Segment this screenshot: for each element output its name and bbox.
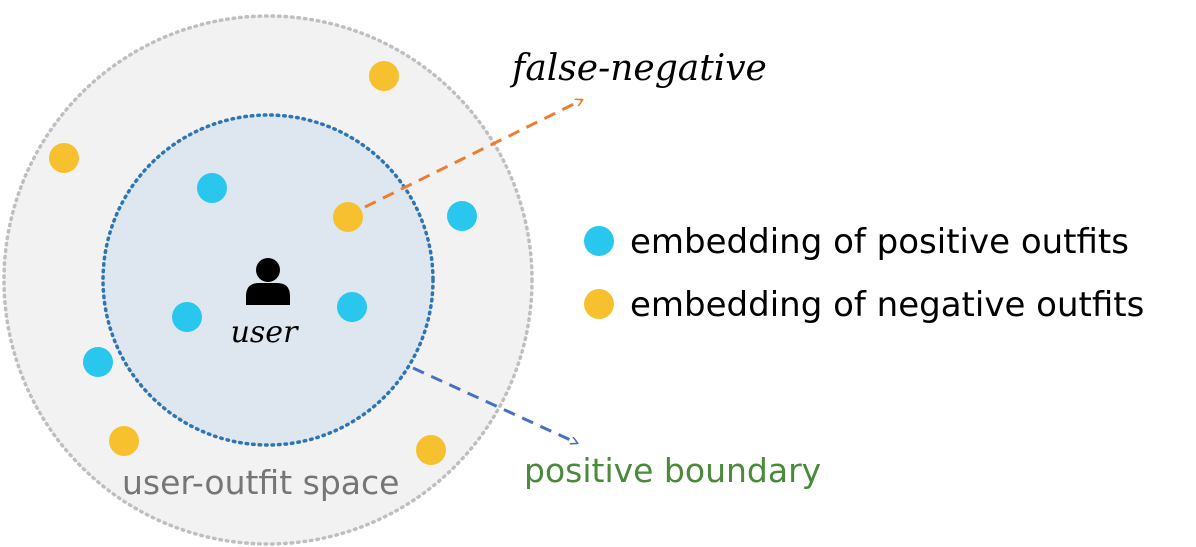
positive-embedding-dot — [83, 347, 113, 377]
legend-negative-label: embedding of negative outfits — [630, 285, 1144, 325]
legend-negative-swatch — [584, 289, 614, 319]
negative-embeddings — [49, 61, 446, 465]
positive-embedding-dot — [337, 292, 367, 322]
user-outfit-space-label: user-outfit space — [122, 463, 399, 502]
false-negative-arrow — [364, 100, 582, 209]
negative-embedding-dot — [333, 202, 363, 232]
negative-embedding-dot — [416, 435, 446, 465]
user-label: user — [231, 315, 299, 350]
positive-embedding-dot — [447, 201, 477, 231]
false-negative-label: false-negative — [509, 48, 767, 89]
positive-embedding-dot — [172, 302, 202, 332]
positive-boundary-arrow — [412, 366, 577, 443]
negative-embedding-dot — [109, 426, 139, 456]
positive-embeddings — [83, 173, 477, 377]
legend-positive-swatch — [584, 226, 614, 256]
legend-positive-label: embedding of positive outfits — [630, 222, 1129, 262]
legend: embedding of positive outfits embedding … — [584, 222, 1144, 325]
positive-boundary-label: positive boundary — [524, 451, 821, 490]
negative-embedding-dot — [49, 143, 79, 173]
negative-embedding-dot — [369, 61, 399, 91]
user-icon — [246, 258, 290, 305]
positive-embedding-dot — [197, 173, 227, 203]
